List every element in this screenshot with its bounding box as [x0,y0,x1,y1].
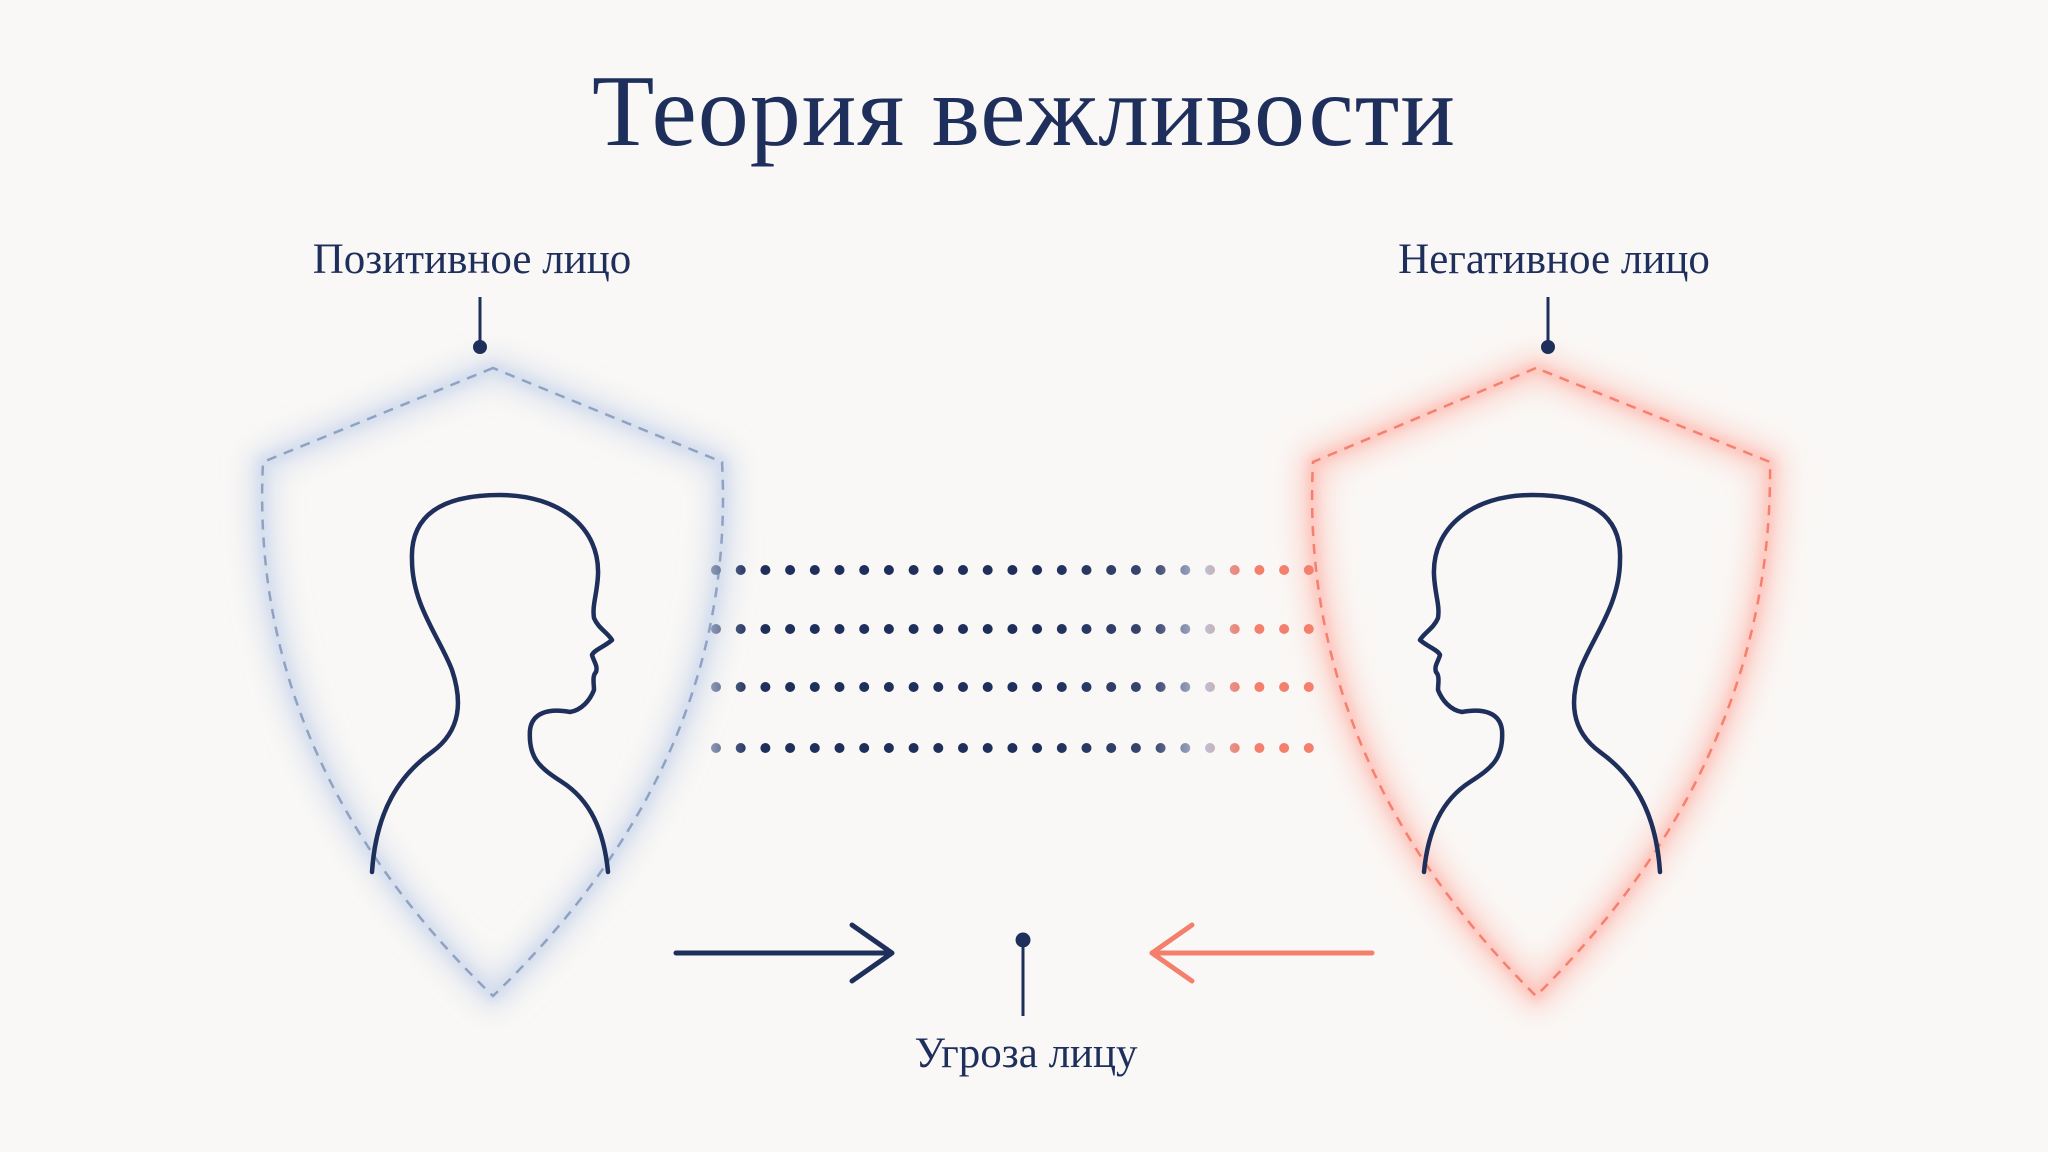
positive-face-leader [473,297,487,354]
negative-face-leader [1541,297,1555,354]
left-shield-glow [249,353,736,1015]
right-shield [1298,352,1785,1016]
page-title: Теория вежливости [592,55,1456,168]
face-threat-leader [1015,932,1031,1016]
left-shield [249,353,736,1015]
right-shield-glow [1298,352,1785,1016]
right-person-silhouette [1417,492,1663,875]
left-person-silhouette [369,492,615,875]
negative-face-label: Негативное лицо [1398,236,1710,283]
dotted-connections [711,565,1323,753]
right-shield-inner-glow [1307,362,1776,1004]
left-shield-inner-glow [257,362,728,1003]
right-shield-outline [1310,366,1772,998]
arrow-left [1149,922,1375,984]
left-shield-outline [260,366,725,998]
face-threat-label: Угроза лицу [914,1030,1138,1077]
positive-face-label: Позитивное лицо [312,236,632,283]
arrow-right [673,922,895,984]
